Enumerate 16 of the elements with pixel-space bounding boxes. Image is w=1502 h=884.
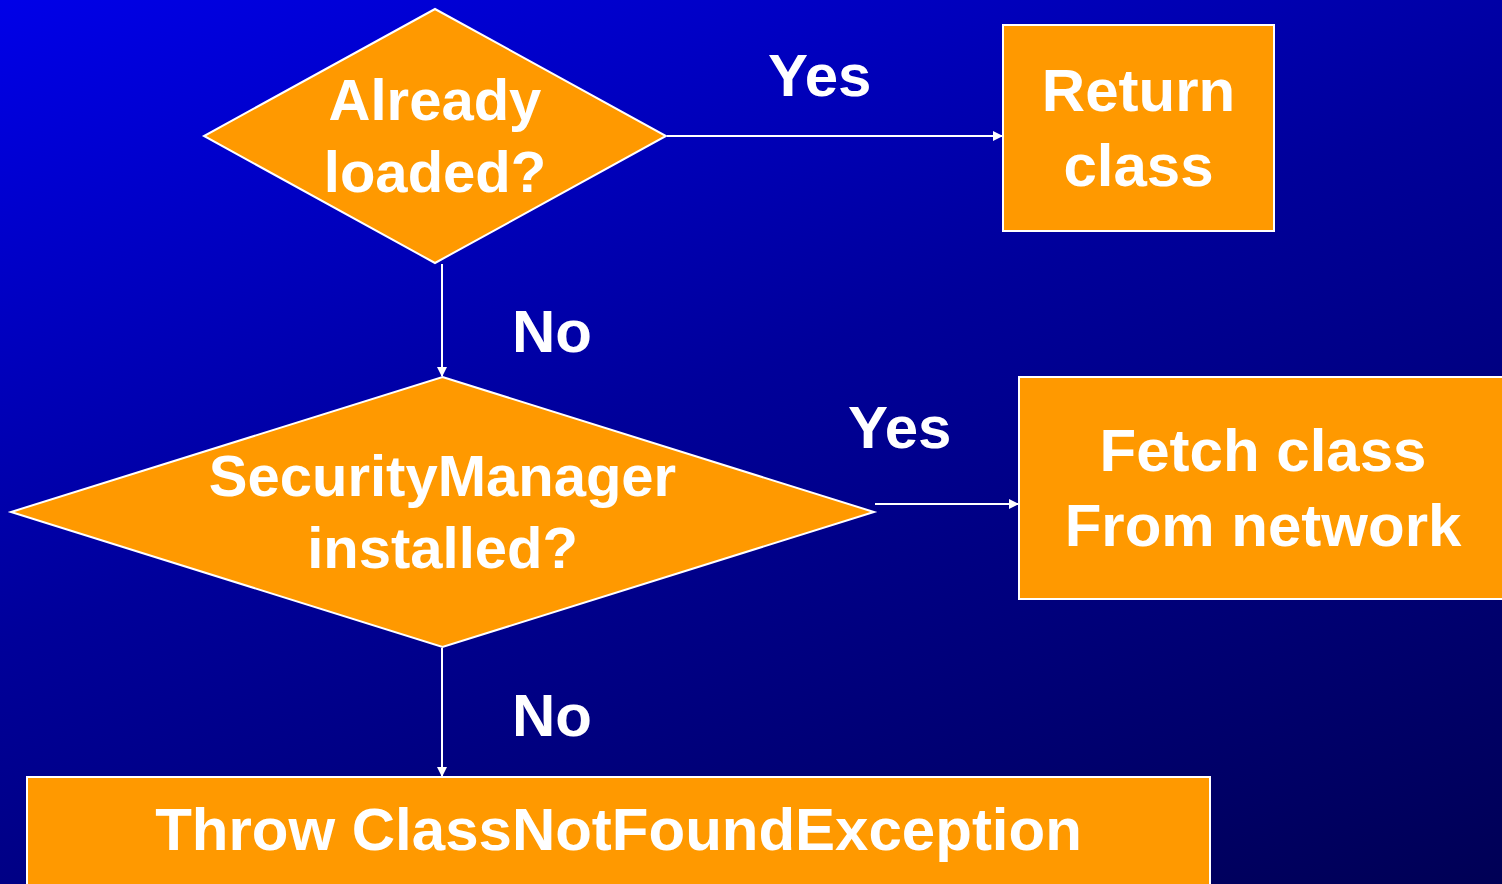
edge-label: Yes	[768, 46, 872, 106]
arrow	[874, 499, 1019, 509]
edge-label: No	[512, 686, 592, 746]
decision-text: Already loaded?	[322, 65, 548, 206]
process-box	[26, 776, 1211, 884]
arrow	[437, 647, 447, 777]
edge-label: No	[512, 302, 592, 362]
process-text: Throw ClassNotFoundException	[155, 794, 1082, 865]
process-text: Return class	[1040, 56, 1237, 201]
edge-label: Yes	[848, 398, 952, 458]
decision-text: SecurityManager installed?	[207, 441, 678, 582]
arrow	[437, 263, 447, 377]
process-box	[1018, 376, 1502, 600]
process-box	[1002, 24, 1275, 232]
arrow	[666, 131, 1003, 141]
process-text: Fetch class From network	[1063, 416, 1463, 561]
